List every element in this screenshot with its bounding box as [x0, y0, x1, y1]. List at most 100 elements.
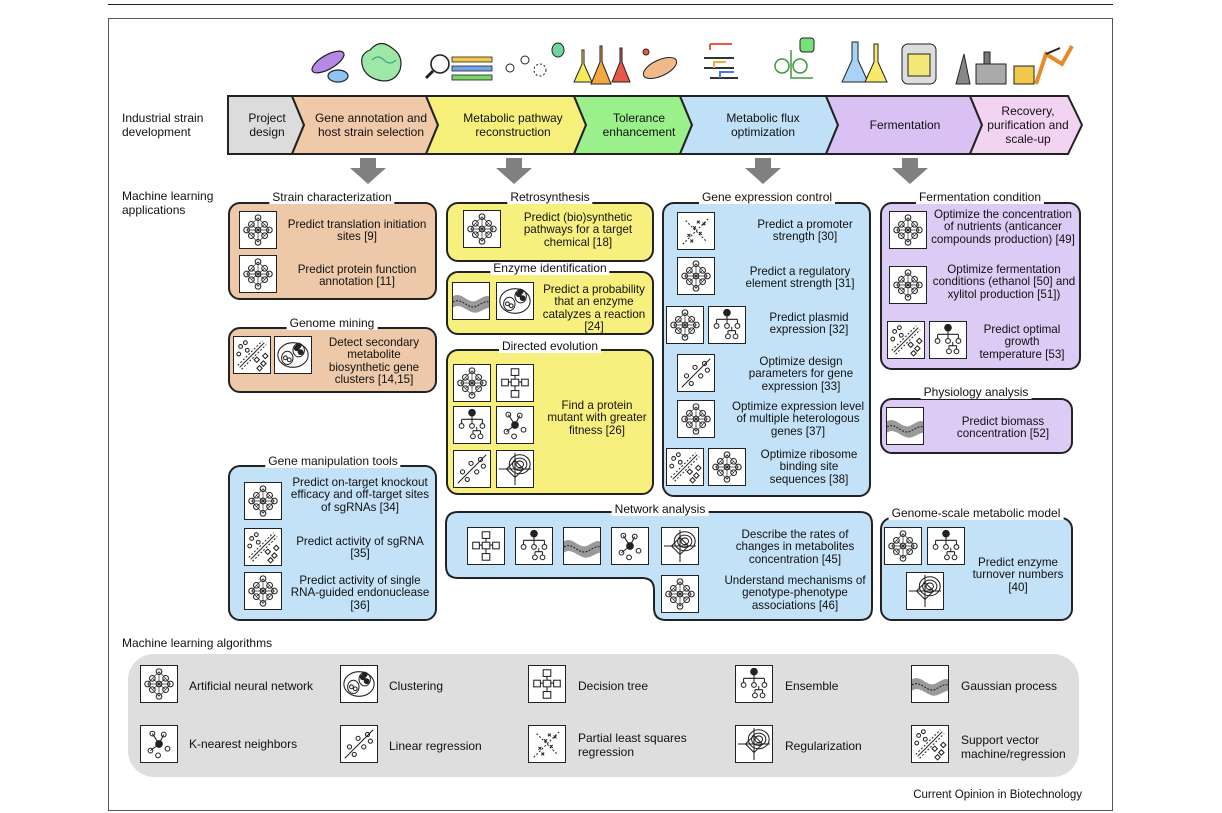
gene-expr-item-2: Predict a regulatory element strength [3… — [745, 265, 855, 291]
pipeline-arrow — [227, 95, 1084, 155]
gene-expr-item-4: Optimize design parameters for gene expr… — [748, 355, 854, 393]
gene-manipulation-title: Gene manipulation tools — [265, 455, 401, 468]
physio-item-1: Predict biomass concentration [52] — [956, 415, 1050, 441]
legend-label-clustering: Clustering — [389, 679, 444, 693]
legend-label-ensemble: Ensemble — [785, 679, 839, 693]
ensemble-icon — [515, 527, 553, 565]
legend-label-regularization: Regularization — [785, 739, 862, 753]
genome-item-1: Detect secondary metabolite biosynthetic… — [328, 336, 420, 386]
regularization-icon — [661, 527, 699, 565]
decision-tree-icon — [528, 665, 566, 703]
pipeline-row-label: Industrial strain development — [122, 111, 204, 139]
step-fermentation: Fermentation — [869, 118, 941, 132]
step-flux-optimization: Metabolic flux optimization — [726, 111, 800, 139]
gene-manip-item-1: Predict on-target knockout efficacy and … — [290, 476, 430, 514]
gene-expr-item-6: Optimize ribosome binding site sequences… — [760, 448, 858, 486]
pls-icon — [528, 725, 566, 763]
step-project-design: Project design — [248, 111, 286, 139]
neural-network-icon — [453, 364, 491, 402]
step-gene-annotation: Gene annotation and host strain selectio… — [314, 111, 428, 139]
neural-network-icon — [244, 572, 282, 610]
ferm-cond-item-2: Optimize fermentation conditions (ethano… — [932, 263, 1076, 301]
enzyme-identification-title: Enzyme identification — [490, 262, 610, 275]
legend-label-ann: Artificial neural network — [189, 679, 314, 693]
strain-item-1: Predict translation initiation sites [9] — [287, 218, 427, 244]
network-item-1: Describe the rates of changes in metabol… — [735, 528, 855, 566]
retrosynthesis-title: Retrosynthesis — [507, 191, 593, 204]
network-item-2: Understand mechanisms of genotype-phenot… — [724, 574, 866, 612]
neural-network-icon — [677, 400, 715, 438]
figure-frame — [108, 18, 1113, 811]
fermenter-illustration — [841, 41, 937, 85]
ensemble-icon — [453, 406, 491, 444]
neural-network-icon — [889, 211, 927, 249]
directed-evolution-title: Directed evolution — [498, 340, 602, 353]
genome-search-illustration — [424, 42, 565, 81]
regularization-icon — [496, 450, 534, 488]
neural-network-icon — [666, 306, 704, 344]
svm-icon — [887, 321, 925, 359]
svm-icon — [233, 336, 271, 374]
neural-network-icon — [140, 665, 178, 703]
regularization-icon — [735, 725, 773, 763]
svm-icon — [244, 528, 282, 566]
gaussian-process-icon — [911, 665, 949, 703]
gaussian-process-icon — [563, 527, 601, 565]
neural-network-icon — [677, 257, 715, 295]
pls-icon — [677, 212, 715, 250]
legend-label-decision-tree: Decision tree — [578, 679, 649, 693]
legend-label-pls: Partial least squares regression — [578, 731, 687, 759]
linear-regression-icon — [453, 450, 491, 488]
step-tolerance: Tolerance enhancement — [602, 111, 676, 139]
ensemble-icon — [708, 306, 746, 344]
legend-label-svm: Support vector machine/regression — [961, 733, 1066, 761]
gaussian-process-icon — [886, 407, 924, 445]
gene-expr-item-1: Predict a promoter strength [30] — [757, 218, 853, 244]
neural-network-icon — [463, 210, 501, 248]
neural-network-icon — [239, 211, 277, 249]
genome-mining-title: Genome mining — [286, 317, 378, 330]
linear-regression-icon — [677, 354, 715, 392]
strain-characterization-title: Strain characterization — [269, 191, 395, 204]
ferm-cond-item-3: Predict optimal growth temperature [53] — [979, 323, 1065, 361]
neural-network-icon — [244, 482, 282, 520]
decision-tree-icon — [496, 364, 534, 402]
knn-icon — [611, 527, 649, 565]
legend-label-linear: Linear regression — [389, 739, 482, 753]
gene-expression-title: Gene expression control — [698, 191, 836, 204]
svm-icon — [911, 725, 949, 763]
step-pathway-reconstruction: Metabolic pathway reconstruction — [463, 111, 563, 139]
down-arrows — [350, 158, 928, 184]
process-illustrations — [311, 37, 1074, 85]
step-recovery: Recovery, purification and scale-up — [987, 104, 1069, 146]
decision-tree-icon — [467, 527, 505, 565]
gsmm-title: Genome-scale metabolic model — [888, 507, 1064, 520]
directed-item-1: Find a protein mutant with greater fitne… — [547, 399, 647, 437]
flasks-illustration — [573, 45, 678, 85]
gene-manip-item-2: Predict activity of sgRNA [35] — [296, 535, 424, 561]
neural-network-icon — [661, 575, 699, 613]
gsmm-item-1: Predict enzyme turnover numbers [40] — [972, 556, 1064, 594]
legend-label-gaussian: Gaussian process — [961, 679, 1058, 693]
ensemble-icon — [735, 665, 773, 703]
step-shape-6 — [968, 95, 1084, 155]
neural-network-icon — [708, 448, 746, 486]
microbe-illustration — [311, 42, 402, 83]
ml-applications-label: Machine learning applications — [122, 189, 214, 217]
neural-network-icon — [884, 527, 922, 565]
gene-expression-box — [662, 202, 871, 497]
ferm-cond-item-1: Optimize the concentration of nutrients … — [931, 208, 1075, 246]
gene-expr-item-5: Optimize expression level of multiple he… — [731, 400, 865, 438]
ensemble-icon — [927, 527, 965, 565]
retrosynthesis-item-1: Predict (bio)synthetic pathways for a ta… — [523, 211, 633, 249]
journal-credit: Current Opinion in Biotechnology — [913, 789, 1082, 801]
factory-illustration — [955, 45, 1074, 85]
neural-network-icon — [889, 266, 927, 304]
genetic-circuit-illustration — [704, 37, 815, 79]
linear-regression-icon — [340, 725, 378, 763]
regularization-icon — [906, 572, 944, 610]
ensemble-icon — [929, 321, 967, 359]
physiology-analysis-title: Physiology analysis — [920, 386, 1032, 399]
neural-network-icon — [239, 255, 277, 293]
clustering-icon — [340, 665, 378, 703]
